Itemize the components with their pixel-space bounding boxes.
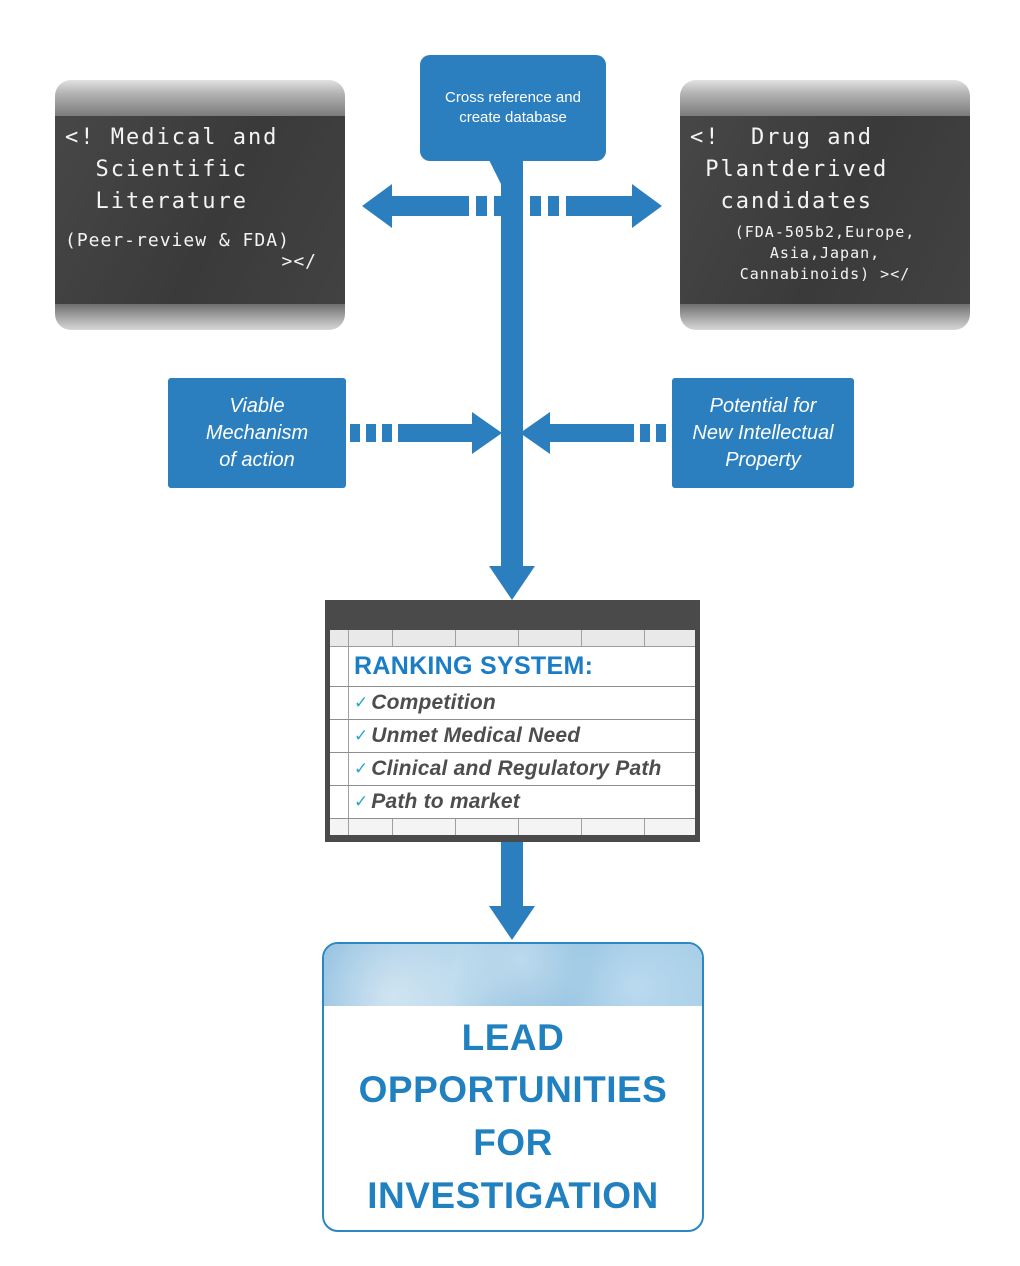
ranking-item: Clinical and Regulatory Path: [371, 757, 662, 780]
lower-down-arrow-head: [489, 906, 535, 940]
peer-review-subtitle: (Peer-review & FDA): [65, 229, 290, 251]
close-tag-text: ></: [281, 250, 317, 272]
viable-mechanism-box: Viable Mechanism of action: [168, 378, 346, 488]
main-down-arrow-shaft: [501, 160, 523, 566]
bubble-tail: [488, 158, 504, 190]
double-arrow-right-head: [632, 184, 662, 228]
table-row: ✓ Clinical and Regulatory Path: [330, 753, 695, 786]
intellectual-property-line: Property: [725, 448, 801, 471]
medical-literature-text: <! Medical and Scientific Literature: [65, 125, 279, 214]
regulatory-sources-text: (FDA-505b2,Europe, Asia,Japan, Cannabino…: [734, 222, 916, 283]
ranking-table-inner: RANKING SYSTEM: ✓ Competition ✓ Unmet Me…: [330, 630, 695, 835]
table-row: ✓ Competition: [330, 687, 695, 720]
lead-opportunities-body: LEAD OPPORTUNITIES FOR INVESTIGATION: [324, 1006, 702, 1228]
double-arrow-shaft-left: [392, 196, 458, 216]
checkmark-icon: ✓: [354, 759, 369, 778]
code-window-body: <! Medical and Scientific Literature (Pe…: [55, 116, 345, 304]
code-window-titlebar: [680, 80, 970, 116]
lead-line: FOR: [473, 1122, 553, 1163]
viable-mechanism-line: Viable: [229, 394, 285, 417]
lead-line: OPPORTUNITIES: [358, 1069, 668, 1111]
right-arrow-head: [520, 412, 550, 454]
drug-candidates-box: <! Drug and Plantderived candidates (FDA…: [680, 80, 970, 330]
lead-line: INVESTIGATION: [367, 1174, 659, 1216]
checkmark-icon: ✓: [354, 693, 369, 712]
checkmark-icon: ✓: [354, 792, 369, 811]
drug-candidates-text: <! Drug and Plantderived candidates: [690, 125, 889, 214]
code-window-titlebar: [55, 80, 345, 116]
checkmark-icon: ✓: [354, 726, 369, 745]
ranking-item: Competition: [371, 691, 496, 714]
right-arrow-shaft: [550, 424, 624, 442]
double-arrow-left-head: [362, 184, 392, 228]
code-window-body: <! Drug and Plantderived candidates (FDA…: [680, 116, 970, 304]
lower-down-arrow-shaft: [501, 842, 523, 906]
code-window-footer: [680, 304, 970, 330]
table-grid-row-top: [330, 630, 695, 647]
lead-opportunities-box: LEAD OPPORTUNITIES FOR INVESTIGATION: [322, 942, 704, 1232]
ranking-title-row: RANKING SYSTEM:: [330, 647, 695, 687]
ranking-item: Unmet Medical Need: [371, 724, 581, 747]
ranking-table: RANKING SYSTEM: ✓ Competition ✓ Unmet Me…: [325, 600, 700, 842]
viable-mechanism-line: Mechanism: [205, 421, 309, 444]
right-arrow-dashes: [624, 424, 672, 442]
code-window-footer: [55, 304, 345, 330]
lead-line: LEAD: [461, 1016, 565, 1058]
table-row: ✓ Path to market: [330, 786, 695, 819]
main-down-arrow-head: [489, 566, 535, 600]
ranking-item: Path to market: [371, 790, 520, 813]
table-grid-row-bottom: [330, 819, 695, 835]
table-row: ✓ Unmet Medical Need: [330, 720, 695, 753]
left-arrow-head: [472, 412, 502, 454]
ranking-title: RANKING SYSTEM:: [354, 652, 594, 680]
intellectual-property-line: Potential for: [709, 394, 817, 417]
left-arrow-dashes: [350, 424, 398, 442]
lab-photo-banner: [324, 944, 702, 1006]
viable-mechanism-line: of action: [219, 448, 295, 471]
medical-literature-box: <! Medical and Scientific Literature (Pe…: [55, 80, 345, 330]
left-arrow-shaft: [398, 424, 472, 442]
intellectual-property-box: Potential for New Intellectual Property: [672, 378, 854, 488]
intellectual-property-line: New Intellectual: [692, 421, 834, 444]
cross-reference-bubble: Cross reference and create database: [420, 55, 606, 161]
double-arrow-shaft-right: [566, 196, 632, 216]
